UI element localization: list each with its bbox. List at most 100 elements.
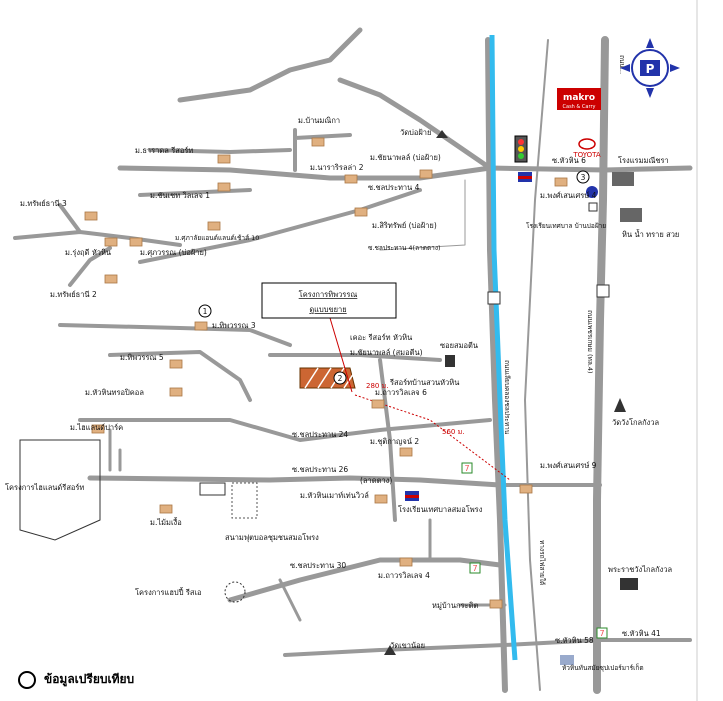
label-lattaya: (ลาดตาง) <box>360 476 392 485</box>
label-hh6: ซ.หัวหิน 6 <box>552 156 586 165</box>
label-chonnaphat2: ม.ชัยนาพลล์ (สมอตีน) <box>350 348 423 357</box>
label-ban-manika: ม.บ้านมณิกา <box>298 116 340 125</box>
label-chonprathan30: ซ.ชลประทาน 30 <box>290 561 346 570</box>
top-road-label: ถนน... <box>618 55 626 74</box>
svg-text:P: P <box>646 62 655 76</box>
label-sap-thani2: ม.ทรัพย์ธานี 2 <box>50 290 97 299</box>
road-chonprathan-30 <box>227 557 503 603</box>
road-hua-hin-58 <box>283 638 692 657</box>
road-supalai <box>138 188 422 264</box>
label-distance-560: 560 ม. <box>442 428 464 436</box>
project-parcel <box>299 367 356 389</box>
road-north <box>337 77 493 171</box>
label-chonprathan24: ซ.ชลประทาน 24 <box>292 430 348 439</box>
phetkasem-road <box>593 36 609 694</box>
label-hh-market: หัวหินทันสมัยซุปเปอร์มาร์เก็ต <box>562 663 644 672</box>
label-chonnaphat: ม.ชัยนาพลล์ (บ่อฝ้าย) <box>370 153 441 162</box>
legend: ข้อมูลเปรียบเทียบ <box>18 670 134 689</box>
label-hin-nam-sai: หิน น้ำ ทราย สวย <box>622 229 679 239</box>
canal-road <box>485 37 508 693</box>
svg-text:2: 2 <box>338 374 343 383</box>
label-highland-project: โครงการไฮแลนด์รีสอร์ท <box>5 483 84 492</box>
temple-icon <box>384 130 626 655</box>
label-sirisap: ม.สิริทรัพย์ (บ่อฝ้าย) <box>372 221 437 230</box>
label-sap-thani3: ม.ทรัพย์ธานี 3 <box>20 199 67 208</box>
label-wat-wangkrathuem: วัดวังโกลกังวล <box>612 418 659 427</box>
irrigation-canal <box>489 34 518 661</box>
label-happy-project: โครงการแฮปปี้ รีสเอ <box>135 587 202 597</box>
road-sap-thani <box>13 203 182 287</box>
marker-1: 1 <box>198 304 212 318</box>
school-flag-icon <box>405 172 532 501</box>
road-chanchet <box>138 188 252 197</box>
label-canal-road: ถนนเลียบคลองชลประทาน <box>503 360 511 435</box>
svg-text:makro: makro <box>563 93 595 103</box>
label-hh-royal: ม.หัวหินทรอปิคอล <box>85 388 144 397</box>
road-chonprathan-26 <box>87 475 503 488</box>
label-charoen4: ม.ถาวรวิลเลจ 4 <box>378 571 430 580</box>
label-school-smopong: โรงเรียนเทศบาลสมอโพรง <box>398 505 483 514</box>
marker-2: 2 <box>333 371 347 385</box>
label-hh41: ซ.หัวหิน 41 <box>622 629 661 638</box>
label-football: สนามฟุตบอลชุมชนสมอโพรง <box>225 533 319 542</box>
highland-project-outline <box>19 439 101 541</box>
label-tippawan3: ม.ทิพวรรณ 3 <box>212 321 256 330</box>
label-narasiri: ม.นาราริรลล่า 2 <box>310 163 364 172</box>
road-nw-diagonal <box>177 27 363 103</box>
happy-project-circle <box>224 581 246 603</box>
label-lake-resort: เคอะ รีสอร์ท หัวหิน <box>350 333 412 342</box>
label-supalai: ม.ศุภาลัยแอนด์แลนด์เช้าส์ 10 <box>175 234 259 242</box>
toyota-logo-icon: TOYOTA <box>572 138 601 159</box>
road-chonprathan-4b <box>379 179 466 251</box>
label-phetkasem: ถนนเพชรเกษม (ทล.4) <box>586 310 594 374</box>
label-school-bofai: โรงเรียนเทศบาล บ้านบ่อฝ้าย <box>526 222 606 230</box>
svg-text:Cash & Carry: Cash & Carry <box>563 104 596 110</box>
gas-station-icon <box>586 186 598 212</box>
road-south-branch <box>278 518 432 622</box>
road-tharadol <box>148 148 292 154</box>
label-tharadol: ม.ธาราดล รีสอร์ท <box>135 146 193 155</box>
label-tippawan5: ม.ทิพวรรณ 5 <box>120 353 164 362</box>
label-rungrot: ม.รุ่งฤดี หัวหิน <box>65 248 111 257</box>
road-manika <box>293 128 352 172</box>
label-charoen6: ม.ถาวรวิลเลจ 6 <box>375 388 427 397</box>
building-block <box>199 482 226 496</box>
label-wat-bofai: วัดบ่อฝ้าย <box>400 128 431 137</box>
svg-text:1: 1 <box>203 307 208 316</box>
label-montri: โรงแรมมณีชรา <box>618 156 669 165</box>
label-maimueng: ม.ไม้มเงื้อ <box>150 517 182 527</box>
road-break-marks <box>487 284 610 305</box>
label-chujai2: ม.ชุติกาญจน์ 2 <box>370 437 419 446</box>
project-title-line1: โครงการทิพวรรณ <box>299 290 358 299</box>
label-sosat-resort: รีสอร์ทบ้านสวนหัวหิน <box>389 378 459 387</box>
label-hh58: ซ.หัวหิน 58 <box>555 636 594 645</box>
label-hh-mansion: ม.หัวหินเมาท์เท่นวิวล์ <box>300 491 369 500</box>
compass-logo-icon: P <box>620 38 680 98</box>
road-tippawan5 <box>108 350 252 402</box>
label-sangsom: ซอยสมอตีน <box>440 341 478 350</box>
label-phongsen9: ม.พงศ์เสนเศรษ์ 9 <box>540 461 597 470</box>
svg-text:7: 7 <box>599 629 604 638</box>
svg-text:TOYOTA: TOYOTA <box>572 151 601 159</box>
label-supawan: ม.ศุภวรรณ (บ่อฝ้าย) <box>140 248 207 257</box>
project-callout-box[interactable] <box>261 282 397 319</box>
label-wat-khao-noi: วัดเขาน้อย <box>390 641 425 650</box>
label-distance-280: 280 ม. <box>366 382 388 390</box>
marker-3: 3 <box>576 170 590 184</box>
hotel-building-icon <box>612 172 642 222</box>
makro-store: makro Cash & Carry <box>557 88 601 110</box>
label-highland: ม.ไฮแลนด์ปาร์ค <box>70 423 123 432</box>
road-highland <box>108 428 122 472</box>
label-kradit: หมู่บ้านกระดิต <box>432 601 478 610</box>
traffic-light-icon <box>514 135 528 163</box>
svg-text:3: 3 <box>581 173 586 182</box>
railway <box>524 39 549 691</box>
road-vertical-mid <box>378 358 397 522</box>
legend-circle-icon <box>18 670 36 689</box>
device-icon <box>445 355 455 367</box>
label-chonprathan4b: ซ.ชลประทาน 4(ลาดตาง) <box>368 244 441 252</box>
project-title-line2: ดูแบบขยาย <box>309 305 346 314</box>
road-tippawan3 <box>58 323 292 347</box>
label-chanchet: ม.ชันเชท วิลเลจ 1 <box>150 191 210 200</box>
